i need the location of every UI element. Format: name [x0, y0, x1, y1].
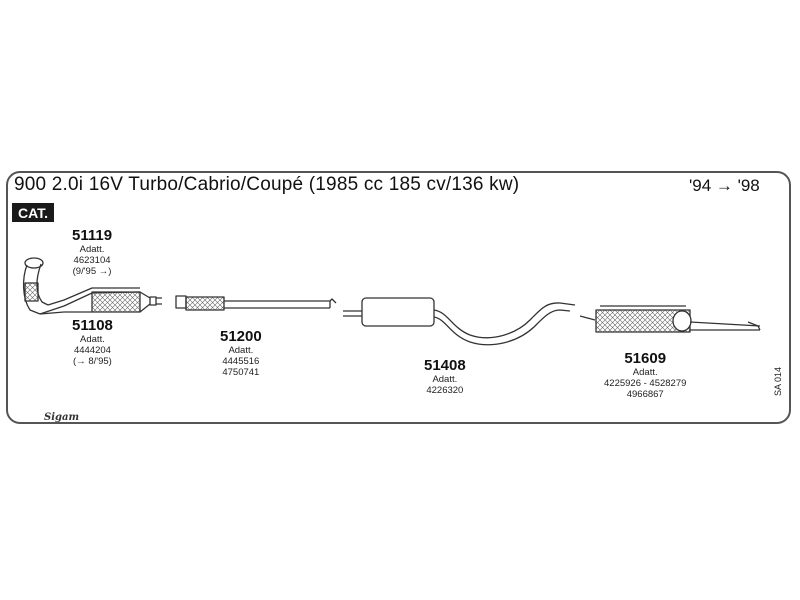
part-51200: 51200 Adatt. 4445516 4750741 — [220, 328, 262, 379]
catalyst-badge: CAT. — [12, 203, 55, 222]
part-line: 4966867 — [626, 389, 664, 400]
part-number: 51200 — [220, 328, 262, 345]
part-number: 51108 — [72, 317, 113, 334]
part-line: Adatt. — [80, 334, 105, 345]
part-number: 51408 — [424, 357, 466, 374]
vehicle-title: 900 2.0i 16V Turbo/Cabrio/Coupé (1985 cc… — [14, 174, 520, 195]
part-51108: 51108 Adatt. 4444204 (→ 8/'95) — [72, 317, 113, 368]
part-51119: 51119 Adatt. 4623104 (9/'95 →) — [72, 227, 113, 278]
downpipe — [22, 257, 49, 315]
part-line: 4750741 — [222, 367, 260, 378]
part-line: 4623104 — [73, 255, 111, 266]
part-line: Adatt. — [228, 345, 254, 356]
part-number: 51119 — [72, 227, 113, 244]
part-line: Adatt. — [632, 367, 658, 378]
brand-logo: Sigam — [44, 412, 80, 423]
centre-silencer — [343, 297, 576, 346]
part-line: 4226320 — [426, 385, 464, 396]
rear-silencer — [579, 305, 761, 333]
part-line: 4444204 — [73, 345, 111, 356]
part-line: (9/'95 →) — [72, 266, 112, 277]
part-line: (→ 8/'95) — [73, 356, 112, 367]
part-line: 4225926 - 4528279 — [604, 378, 687, 389]
catalytic-converter — [39, 287, 162, 315]
diagram-reference: SA 014 — [773, 366, 783, 396]
part-line: 4445516 — [222, 356, 260, 367]
part-line: Adatt. — [79, 244, 105, 255]
part-number: 51609 — [624, 350, 667, 367]
intermediate-pipe — [175, 295, 337, 311]
year-range: '94 → '98 — [689, 176, 760, 195]
part-51408: 51408 Adatt. 4226320 — [424, 357, 466, 397]
part-line: Adatt. — [432, 374, 458, 385]
part-51609: 51609 Adatt. 4225926 - 4528279 4966867 — [604, 350, 687, 401]
